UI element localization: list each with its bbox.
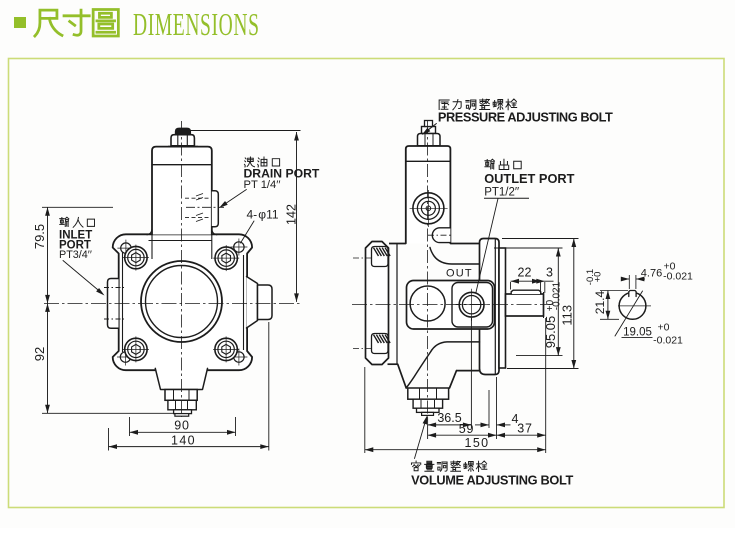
svg-text:PRESSURE ADJUSTING BOLT: PRESSURE ADJUSTING BOLT: [438, 110, 613, 125]
svg-text:113: 113: [560, 305, 575, 326]
svg-text:4-: 4-: [247, 208, 258, 222]
svg-text:PT1/2′′: PT1/2′′: [484, 187, 519, 199]
svg-text:90: 90: [174, 418, 190, 432]
svg-text:19.05: 19.05: [623, 327, 652, 339]
svg-text:+0: +0: [593, 272, 604, 283]
svg-text:-0.021: -0.021: [663, 271, 693, 283]
svg-text:+0: +0: [658, 322, 670, 334]
svg-text:INLET: INLET: [59, 230, 92, 242]
svg-text:140: 140: [171, 433, 196, 447]
svg-text:VOLUME ADJUSTING BOLT: VOLUME ADJUSTING BOLT: [411, 472, 573, 487]
svg-text:22: 22: [518, 265, 532, 279]
svg-text:+0: +0: [664, 261, 676, 273]
svg-text:OUT: OUT: [446, 268, 473, 280]
svg-text:φ11: φ11: [258, 208, 279, 222]
svg-text:+0: +0: [545, 299, 556, 311]
svg-text:79.5: 79.5: [32, 224, 47, 249]
svg-text:PT3/4′′: PT3/4′′: [59, 249, 92, 261]
svg-text:DRAIN PORT: DRAIN PORT: [244, 167, 320, 181]
svg-text:3: 3: [546, 265, 553, 279]
svg-text:37: 37: [517, 421, 533, 435]
svg-text:150: 150: [464, 436, 489, 450]
svg-text:-0.021: -0.021: [552, 281, 563, 310]
svg-text:142: 142: [284, 204, 298, 225]
svg-text:PT 1/4′′: PT 1/4′′: [244, 179, 281, 191]
svg-text:-0.021: -0.021: [653, 335, 683, 347]
svg-text:-0.1: -0.1: [585, 269, 596, 285]
svg-text:4: 4: [512, 412, 519, 426]
svg-text:92: 92: [32, 347, 47, 361]
svg-text:59: 59: [459, 422, 475, 436]
svg-text:95.05: 95.05: [543, 316, 558, 349]
svg-text:OUTLET PORT: OUTLET PORT: [484, 171, 574, 186]
svg-text:4.76: 4.76: [641, 268, 662, 280]
svg-text:21.4: 21.4: [593, 290, 607, 314]
svg-text:DIMENSIONS: DIMENSIONS: [133, 7, 260, 42]
svg-text:PORT: PORT: [59, 239, 91, 251]
svg-text:36.5: 36.5: [437, 411, 461, 425]
